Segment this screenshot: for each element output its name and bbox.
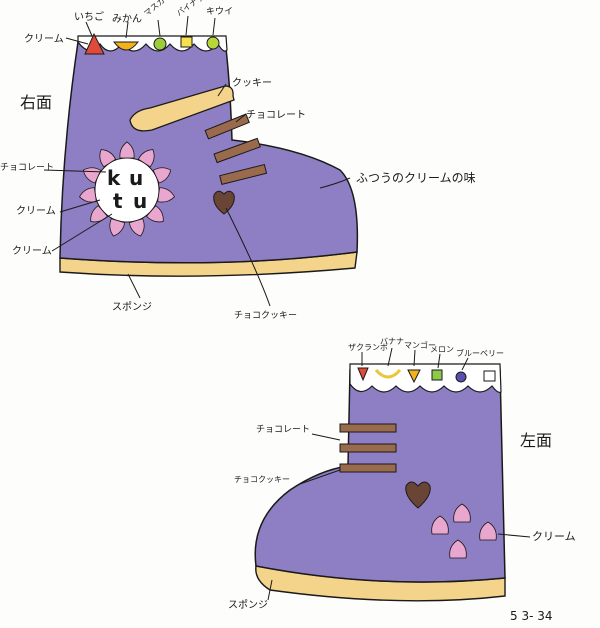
emblem-letter: k xyxy=(107,166,121,190)
cream-petal xyxy=(79,187,97,203)
cranberry-icon xyxy=(357,367,369,382)
bottom-chocolate-bars xyxy=(339,423,397,473)
cream-petal xyxy=(99,149,117,168)
bottom-boot-leader-lines xyxy=(267,347,531,601)
label-sponge-bottom: スポンジ xyxy=(228,599,268,611)
emblem-letter: u xyxy=(129,166,143,190)
choco-cookie-heart-icon xyxy=(213,190,235,215)
mango-icon xyxy=(407,369,421,384)
label-cream-top: クリーム xyxy=(24,33,64,45)
bottom-boot-body xyxy=(254,369,506,583)
bottom-choco-cookie-heart-icon xyxy=(405,481,431,509)
cream-petal xyxy=(119,141,135,159)
label-chocolate-bottom: チョコレート xyxy=(256,424,310,435)
bottom-boot xyxy=(254,363,506,602)
muscat-icon xyxy=(153,37,167,51)
label-chocolate-left: チョコレート xyxy=(0,162,54,173)
blueberry-icon xyxy=(455,371,467,383)
chocolate-bar xyxy=(339,423,397,433)
chocolate-bar xyxy=(339,463,397,473)
label-choco-cookie: チョコクッキー xyxy=(234,310,297,321)
label-cream-right: クリーム xyxy=(532,530,576,543)
cream-petal xyxy=(137,149,155,168)
label-banana: バナナ xyxy=(380,337,404,346)
side-title-right: 右面 xyxy=(20,93,52,112)
top-boot: k u t u xyxy=(59,32,359,277)
label-chocolate-bars: チョコレート xyxy=(246,109,306,121)
bottom-cream-dollops xyxy=(431,503,497,559)
bottom-boot-cream-trim xyxy=(349,363,502,393)
pineapple-icon xyxy=(180,36,193,48)
cream-petal xyxy=(109,218,126,237)
cream-petal xyxy=(146,205,164,223)
kiwi-icon xyxy=(206,36,220,50)
label-muscat: マスカット xyxy=(142,0,178,18)
side-title-left: 左面 xyxy=(520,431,552,450)
label-melon: メロン xyxy=(430,345,454,354)
chocolate-bar xyxy=(339,443,397,453)
strawberry-icon xyxy=(84,32,105,55)
label-mango: マンゴー xyxy=(404,340,436,350)
cream-dollop xyxy=(449,539,467,559)
emblem-letter: u xyxy=(133,189,147,213)
label-strawberry: いちご xyxy=(74,10,104,23)
mandarin-icon xyxy=(112,41,140,51)
label-flavor: ふつうのクリームの味 xyxy=(356,171,476,185)
top-boot-labels: 右面 クリーム いちご みかん マスカット パイナップル キウイ クッキー チョ… xyxy=(0,0,476,321)
chocolate-bar xyxy=(213,137,261,164)
chocolate-bar xyxy=(219,163,268,186)
label-mandarin: みかん xyxy=(112,13,142,25)
cream-dollop xyxy=(431,515,449,535)
cream-petal xyxy=(152,167,172,184)
kutu-emblem: k u t u xyxy=(79,141,175,237)
label-cranberry: ザクランボ xyxy=(348,343,388,352)
label-cream-left-2: クリーム xyxy=(12,245,52,257)
cookie-strap xyxy=(129,85,235,132)
cream-petal xyxy=(157,187,175,203)
label-choco-cookie-bottom: チョコクッキー xyxy=(234,475,290,484)
cream-petal xyxy=(128,218,145,237)
label-cream-left-1: クリーム xyxy=(16,205,56,217)
cream-dollop xyxy=(479,521,497,541)
cream-petals xyxy=(79,141,175,237)
signature: 5 3- 34 xyxy=(510,609,553,623)
cream-dollop xyxy=(453,503,471,523)
label-kiwi: キウイ xyxy=(206,6,233,17)
bottom-boot-labels: ザクランボ バナナ マンゴー メロン ブルーベリー 左面 クリーム チョコレート… xyxy=(228,337,576,611)
cream-square-icon xyxy=(483,370,496,382)
top-boot-leader-lines xyxy=(43,15,351,307)
label-sponge-top: スポンジ xyxy=(112,301,152,313)
label-blueberry: ブルーベリー xyxy=(456,348,504,358)
emblem-letter: t xyxy=(113,189,123,213)
label-cookie: クッキー xyxy=(232,77,272,89)
banana-icon xyxy=(374,368,402,379)
melon-icon xyxy=(431,369,443,381)
